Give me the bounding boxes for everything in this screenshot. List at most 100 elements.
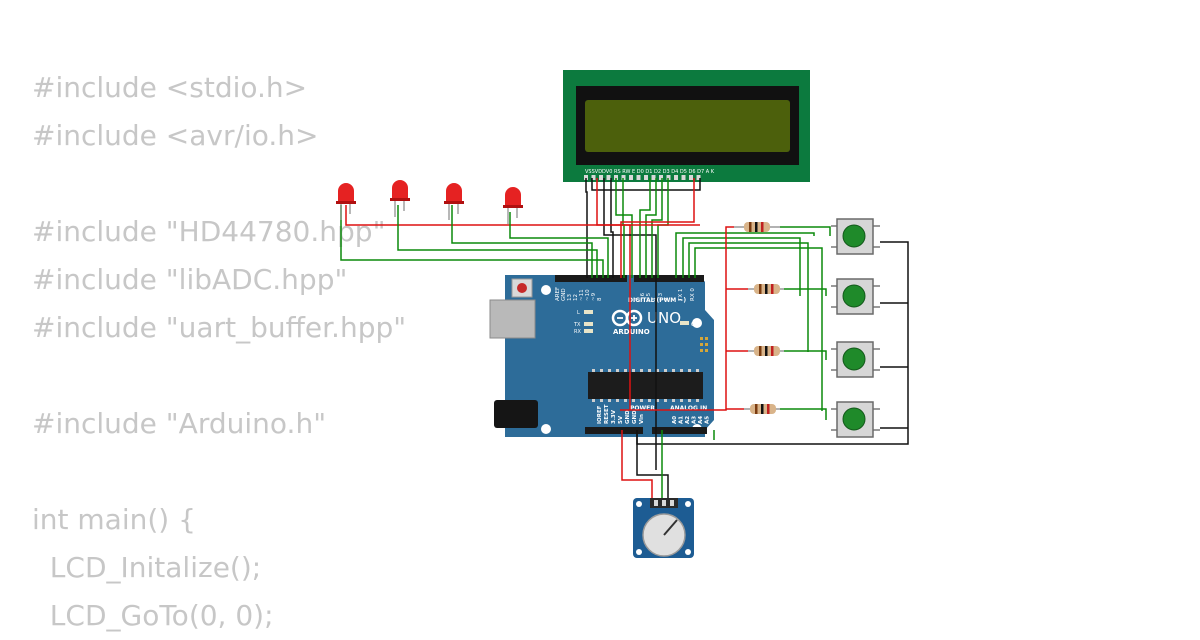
icsp-pin: [705, 349, 708, 352]
pushbutton-icon[interactable]: [831, 278, 880, 315]
arduino-logo-icon: [611, 309, 643, 327]
power-jack-icon: [494, 400, 538, 428]
wire-led-4: [509, 212, 609, 278]
pushbutton-icon[interactable]: [831, 401, 880, 438]
led-rx-label: RX: [574, 329, 581, 335]
wires: [340, 178, 909, 500]
lcd-pin-d3: [651, 175, 656, 180]
chip-pin: [688, 399, 691, 402]
pin-label: IOREF: [597, 405, 603, 424]
led-icon[interactable]: [336, 183, 356, 220]
lcd-pin-d5: [666, 175, 671, 180]
wire-btn-4: [694, 247, 823, 411]
pin-label: ~3: [658, 292, 664, 301]
pin-label: Vin: [639, 414, 645, 424]
resistor-icon[interactable]: [734, 222, 780, 232]
code-line: LCD_GoTo(0, 0);: [32, 599, 274, 632]
resistor-icon[interactable]: [744, 404, 780, 414]
lcd-pin-labels: VSSVDDV0 RS RW E D0 D1 D2 D3 D4 D5 D6 D7…: [585, 169, 715, 175]
wire-btn-2: [682, 237, 801, 296]
led-l-label: L: [577, 310, 580, 316]
chip-pin: [648, 369, 651, 372]
lcd-pin-vss: [584, 175, 588, 180]
chip-pin: [672, 399, 675, 402]
pin-label: RESET: [604, 404, 610, 424]
pushbutton-group: [831, 218, 880, 438]
analog-header: [652, 427, 707, 434]
chip-pin: [680, 399, 683, 402]
led-rx-indicator: [584, 329, 593, 333]
digital-label: DIGITAL (PWM ~): [628, 297, 686, 304]
led-icon[interactable]: [390, 180, 410, 217]
chip-pin: [600, 369, 603, 372]
code-background: #include <stdio.h>#include <avr/io.h>#in…: [32, 64, 406, 640]
lcd-pin-d1: [636, 175, 641, 180]
lcd-pin-d0: [629, 175, 633, 180]
pin-label: 4: [652, 297, 658, 301]
led-icon[interactable]: [444, 183, 464, 220]
resistor-icon[interactable]: [748, 284, 784, 294]
chip-pin: [600, 399, 603, 402]
pin-label: 5V: [618, 415, 624, 424]
pin-label: A5: [705, 416, 711, 424]
pin-label: A0: [672, 416, 678, 424]
icsp-pin: [705, 337, 708, 340]
led-tx-indicator: [584, 322, 593, 326]
chip-pin: [640, 369, 643, 372]
code-line: #include <avr/io.h>: [32, 119, 319, 152]
chip-pins: [592, 369, 699, 402]
pin-label: GND: [632, 410, 638, 424]
lcd-pin-d6: [674, 175, 678, 180]
wire-btn-1: [675, 232, 815, 278]
led-l-indicator: [584, 310, 593, 314]
chip-pin: [656, 399, 659, 402]
pin-label: ~11: [579, 289, 585, 301]
chip-pin: [664, 369, 667, 372]
resistor-icon[interactable]: [748, 346, 784, 356]
wire-res-5v: [620, 226, 734, 411]
code-line: #include "HD44780.hpp": [32, 215, 386, 248]
code-line: #include "uart_buffer.hpp": [32, 311, 407, 344]
wire-res-3: [784, 350, 827, 360]
mount-hole: [541, 285, 551, 295]
potentiometer-icon[interactable]: [633, 498, 694, 558]
mount-hole: [541, 424, 551, 434]
mount-hole: [692, 318, 702, 328]
board-brand: ARDUINO: [613, 328, 650, 336]
lcd-pin-rs: [606, 175, 611, 180]
power-label: POWER: [630, 405, 655, 412]
wire-led-anode: [345, 205, 700, 226]
pin-label: GND: [625, 410, 631, 424]
wire-lcd-vss: [585, 178, 588, 278]
wire-led-3: [451, 205, 593, 278]
wire-lcd-rw: [610, 178, 614, 278]
wire-lcd-d4: [639, 178, 651, 278]
pin-label: GND: [561, 288, 567, 301]
pin-label: 13: [567, 294, 573, 301]
chip-pin: [616, 369, 619, 372]
lcd-module[interactable]: VSSVDDV0 RS RW E D0 D1 D2 D3 D4 D5 D6 D7…: [563, 70, 810, 182]
pushbutton-icon[interactable]: [831, 341, 880, 378]
wire-lcd-d6: [651, 178, 663, 278]
digital-header-left: [555, 275, 627, 282]
chip-pin: [656, 369, 659, 372]
lcd-pin-d7: [681, 175, 686, 180]
wire-lcd-e: [622, 178, 625, 278]
icsp-pin: [700, 337, 703, 340]
pin-label: AREF: [555, 287, 561, 301]
lcd-pin-d2: [644, 175, 648, 180]
pushbutton-icon[interactable]: [831, 218, 880, 255]
wire-lcd-d5: [645, 178, 657, 278]
wire-led-2: [397, 205, 598, 278]
led-icon[interactable]: [503, 187, 523, 224]
chip-pin: [696, 369, 699, 372]
pin-label: 12: [573, 294, 579, 301]
pin-label: A3: [692, 416, 698, 424]
pin-label: A1: [679, 416, 685, 424]
resistor-group: [734, 222, 784, 414]
code-line: #include "Arduino.h": [32, 407, 327, 440]
pin-label: A4: [698, 416, 704, 424]
chip-pin: [672, 369, 675, 372]
